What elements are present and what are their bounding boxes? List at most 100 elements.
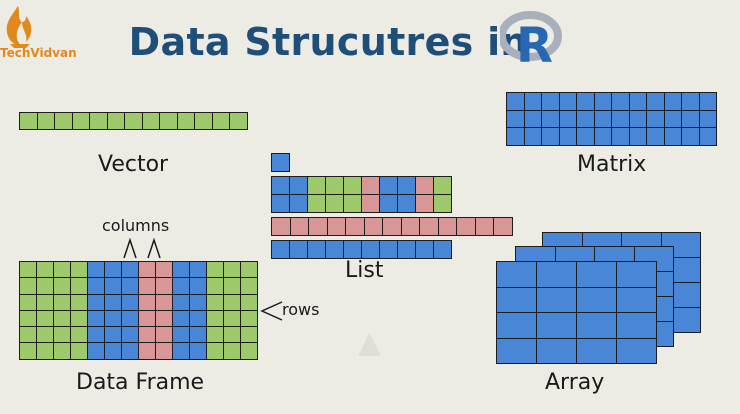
cell [577,262,616,287]
cell [647,128,664,145]
cell [230,113,247,129]
title-text: Data Strucutres in [128,20,528,64]
cell [190,327,206,343]
cell [559,128,576,145]
cell [122,262,138,278]
cell [207,294,223,310]
cell [664,93,681,110]
cell [327,218,345,235]
cell [105,278,121,294]
cell [272,218,290,235]
array-label: Array [545,370,605,395]
cell [380,177,397,194]
cell [139,343,155,359]
cell [20,343,36,359]
r-logo: R [498,10,562,74]
cell [629,93,646,110]
cell [54,278,70,294]
cell [173,278,189,294]
cell [160,113,177,129]
cell [122,343,138,359]
cell [156,294,172,310]
cell [37,278,53,294]
cell [207,278,223,294]
cell [173,262,189,278]
cell [190,294,206,310]
cell [617,338,656,363]
list-element-4 [271,240,452,259]
cell [37,113,54,129]
cell [207,327,223,343]
cell [612,110,629,127]
cell [308,195,325,212]
cell [344,177,361,194]
cell [139,294,155,310]
cell [156,262,172,278]
cell [664,128,681,145]
cell [475,218,493,235]
cell [699,128,716,145]
cell [457,218,475,235]
watermark-icon: ▲ [358,325,382,360]
cell [142,113,159,129]
cell [272,154,289,171]
cell [37,294,53,310]
cell [173,310,189,327]
cell [497,338,536,363]
cell [105,310,121,327]
columns-label: columns [102,216,170,235]
cell [326,195,343,212]
cell [107,113,124,129]
cell [362,177,379,194]
rows-arrow [260,301,283,321]
cell [537,262,576,287]
matrix-diagram [506,92,717,146]
cell [272,241,289,258]
cell [577,338,616,363]
cell [344,195,361,212]
cell [72,113,89,129]
cell [290,241,307,258]
cell [37,310,53,327]
cell [494,218,512,235]
cell [629,128,646,145]
cell [308,177,325,194]
cell [139,327,155,343]
cell [54,327,70,343]
cell [524,128,541,145]
cell [699,93,716,110]
cell [88,310,104,327]
cell [326,241,343,258]
cell [37,343,53,359]
cell [647,93,664,110]
cell [308,241,325,258]
cell [524,110,541,127]
cell [105,343,121,359]
cell [105,294,121,310]
cell [122,327,138,343]
cell [71,278,87,294]
flame-icon [6,6,32,48]
cell [577,93,594,110]
cell [139,278,155,294]
cell [497,262,536,287]
cell [37,327,53,343]
cell [398,195,415,212]
cell [542,93,559,110]
cell [398,177,415,194]
cell [664,110,681,127]
list-element-1 [271,153,290,172]
columns-arrows [123,237,161,259]
cell [507,110,524,127]
cell [241,310,257,327]
cell [594,128,611,145]
cell [20,327,36,343]
cell [224,262,240,278]
rows-label: rows [282,300,320,319]
cell [577,287,616,312]
cell [139,310,155,327]
list-diagram [271,153,513,259]
cell [190,278,206,294]
cell [326,177,343,194]
cell [416,241,433,258]
